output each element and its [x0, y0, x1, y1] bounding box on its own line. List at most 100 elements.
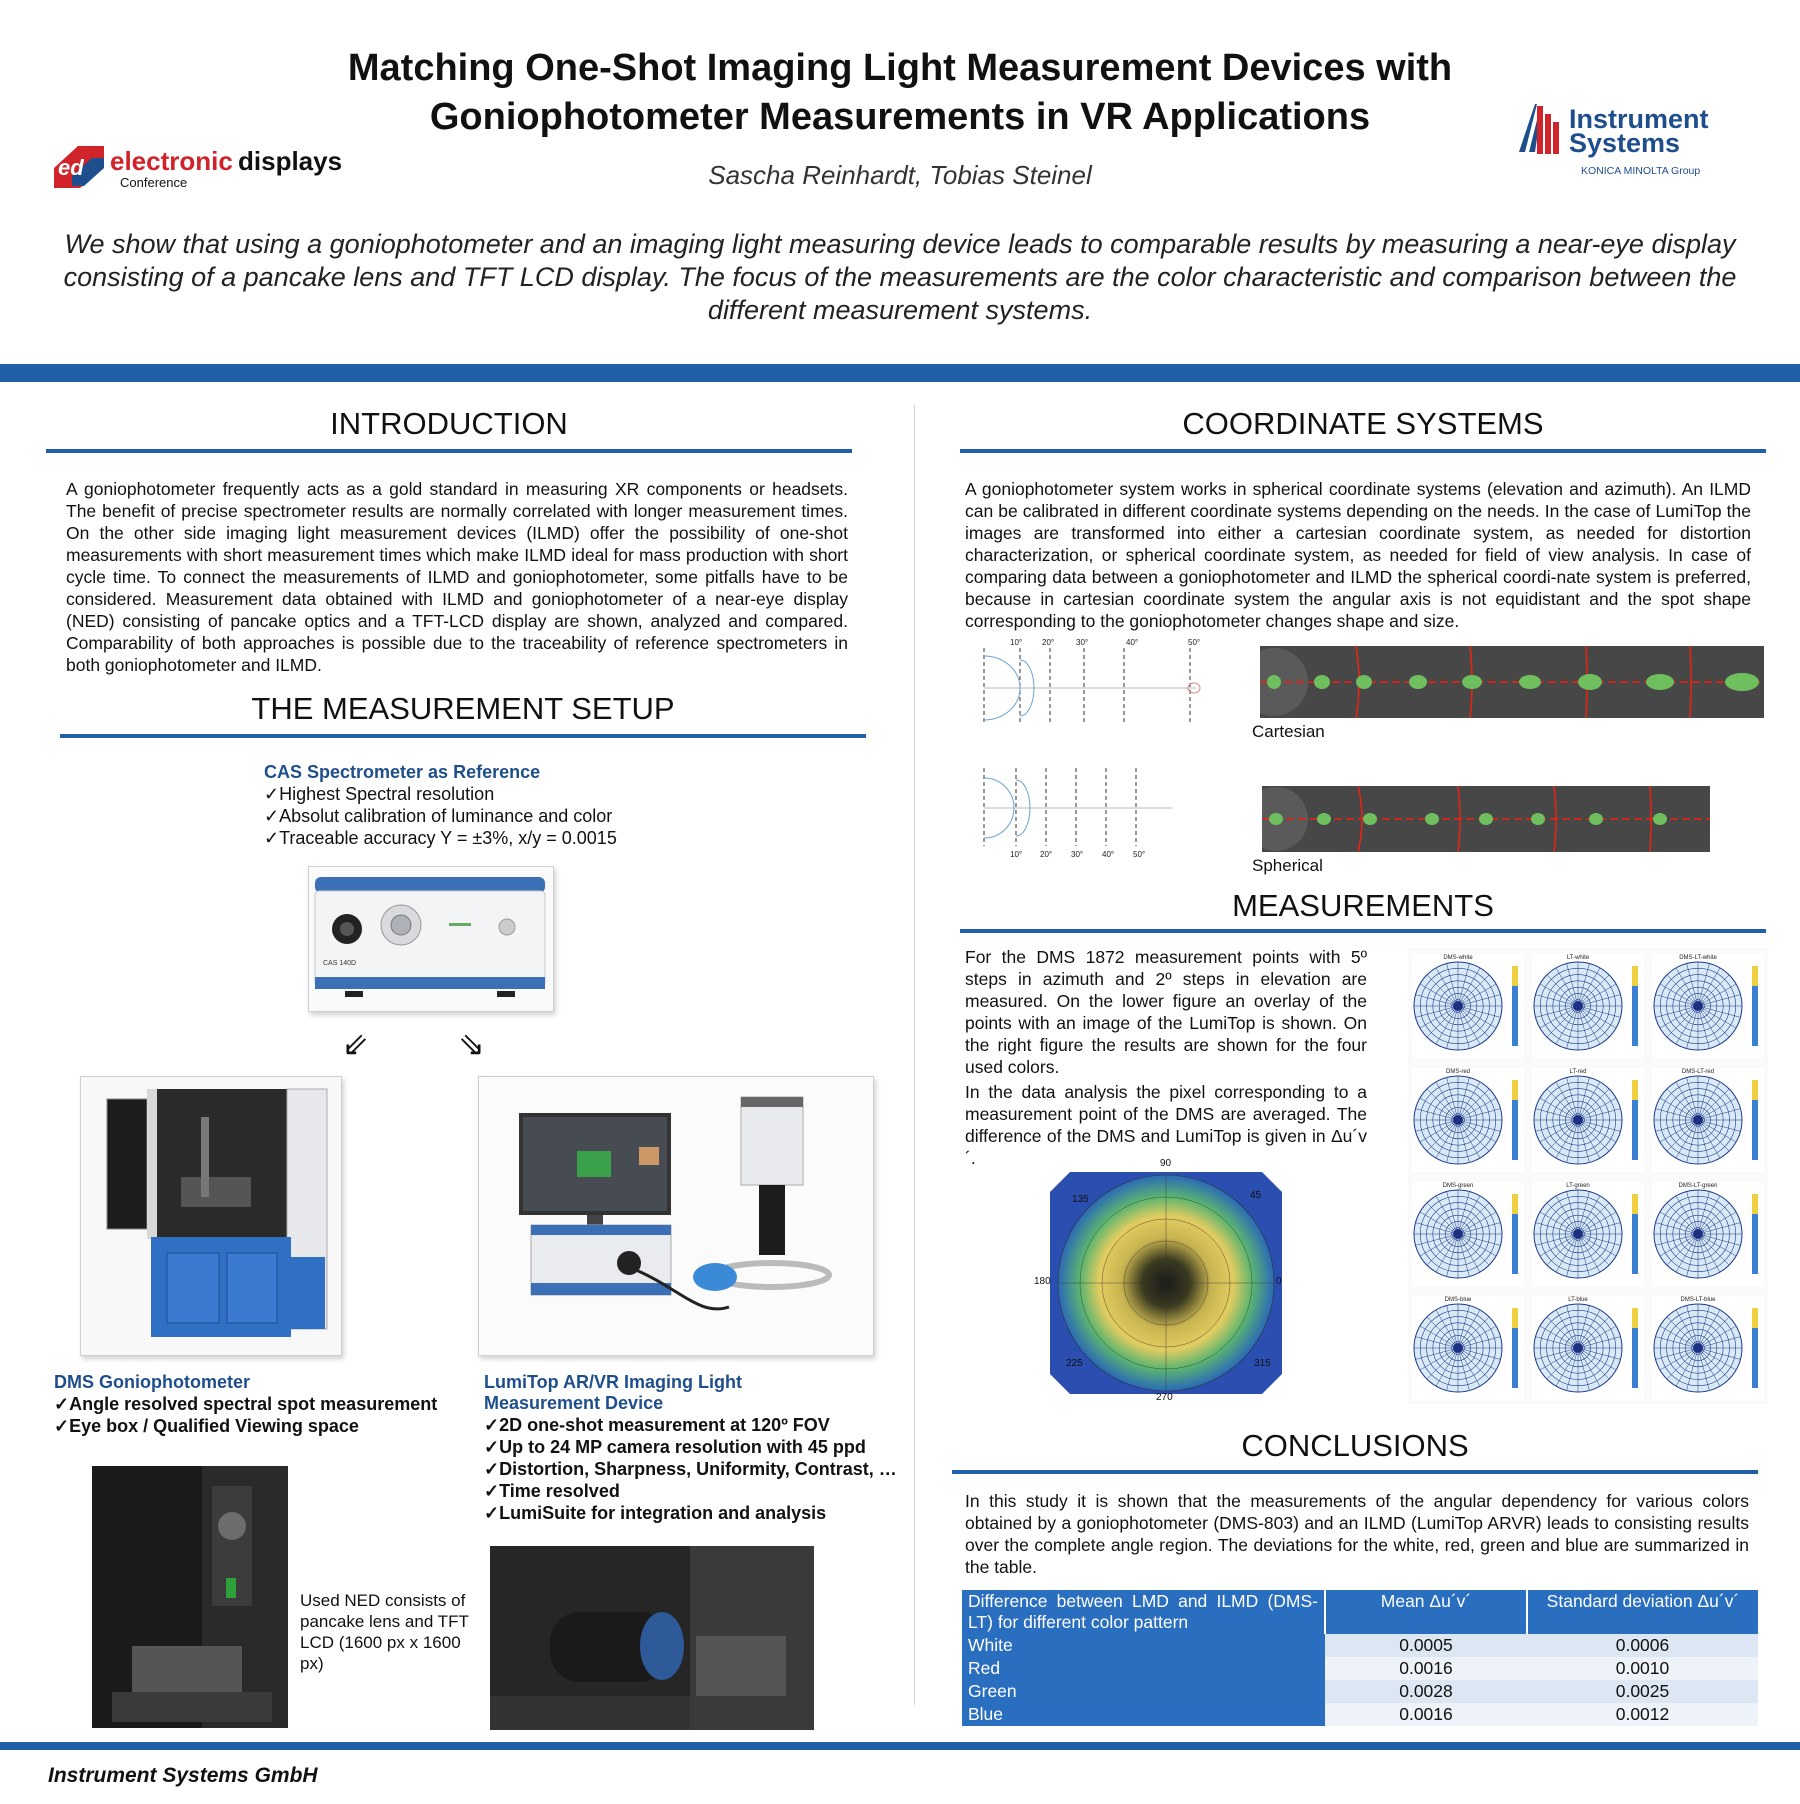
- angle-label: 40°: [1102, 850, 1115, 859]
- angle-label: 30°: [1071, 850, 1084, 859]
- dms-list: Angle resolved spectral spot measurement…: [54, 1393, 474, 1437]
- polar-plot-title: DMS-white: [1443, 955, 1473, 961]
- is-logo-line1: Instrument: [1569, 104, 1709, 134]
- polar-plot-cell: LT-white: [1532, 954, 1644, 1058]
- polar-label-225: 225: [1066, 1358, 1083, 1369]
- polar-plot-cell: DMS-red: [1412, 1068, 1524, 1172]
- row-label: Blue: [962, 1703, 1325, 1726]
- cartesian-label: Cartesian: [1252, 722, 1325, 741]
- dms-block: DMS Goniophotometer Angle resolved spect…: [54, 1372, 474, 1437]
- table-row: Green 0.0028 0.0025: [962, 1680, 1758, 1703]
- angle-label: 30°: [1076, 638, 1089, 647]
- conclusions-rule: [952, 1470, 1758, 1474]
- angle-label: 20°: [1042, 638, 1055, 647]
- introduction-rule: [46, 449, 852, 453]
- logo-word-displays: displays: [238, 146, 342, 176]
- polar-label-45: 45: [1250, 1190, 1262, 1201]
- polar-plot-title: LT-red: [1570, 1069, 1587, 1075]
- lumitop-title-line2: Measurement Device: [484, 1393, 664, 1413]
- title-line-1: Matching One-Shot Imaging Light Measurem…: [347, 47, 1453, 89]
- cas-item: Highest Spectral resolution: [264, 783, 684, 805]
- footer-company: Instrument Systems GmbH: [48, 1764, 318, 1787]
- setup-rule: [60, 734, 866, 738]
- instrument-systems-logo: Instrument Systems KONICA MINOLTA Group: [1515, 102, 1755, 182]
- results-table-header: Difference between LMD and ILMD (DMS-LT)…: [962, 1590, 1758, 1634]
- polar-plot-cell: DMS-LT-green: [1652, 1182, 1764, 1286]
- lumitop-item: Time resolved: [484, 1480, 904, 1502]
- logo-badge-text: ed: [58, 155, 84, 180]
- polar-plot-title: LT-blue: [1568, 1297, 1588, 1303]
- polar-overlay-figure: [1050, 1172, 1282, 1394]
- spherical-strip-image: [1244, 785, 1710, 853]
- ned-measurement-photo: [92, 1466, 288, 1728]
- angle-label: 40°: [1126, 638, 1139, 647]
- angle-label: 20°: [1040, 850, 1053, 859]
- polar-plot-cell: LT-green: [1532, 1182, 1644, 1286]
- angle-label: 10°: [1010, 638, 1023, 647]
- polar-label-135: 135: [1072, 1194, 1089, 1205]
- poster-title: Matching One-Shot Imaging Light Measurem…: [260, 44, 1540, 142]
- results-table: Difference between LMD and ILMD (DMS-LT)…: [962, 1590, 1758, 1726]
- is-logo-sub: KONICA MINOLTA Group: [1581, 165, 1700, 177]
- polar-plot-cell: DMS-LT-blue: [1652, 1296, 1764, 1400]
- lumitop-system-image: [478, 1076, 874, 1356]
- row-mean: 0.0028: [1325, 1680, 1527, 1703]
- row-std: 0.0006: [1527, 1634, 1758, 1657]
- introduction-text: A goniophotometer frequently acts as a g…: [66, 479, 848, 675]
- polar-axis-labels: 90 135 45 180 0 225 315 270: [1034, 1156, 1282, 1406]
- cas-device-label: CAS 140D: [323, 960, 356, 967]
- coordinate-systems-rule: [960, 449, 1766, 453]
- lumitop-title-line1: LumiTop AR/VR Imaging Light: [484, 1372, 742, 1392]
- spherical-angle-diagram: [976, 766, 1176, 850]
- polar-plot-title: DMS-LT-white: [1679, 955, 1717, 961]
- coordinate-systems-text: A goniophotometer system works in spheri…: [965, 479, 1751, 631]
- cas-title: CAS Spectrometer as Reference: [264, 762, 541, 782]
- title-line-2: Goniophotometer Measurements in VR Appli…: [429, 96, 1371, 138]
- polar-plot-cell: DMS-green: [1412, 1182, 1524, 1286]
- cartesian-angle-diagram: [976, 636, 1206, 726]
- cas-block: CAS Spectrometer as Reference Highest Sp…: [264, 762, 684, 849]
- polar-label-0: 0: [1276, 1276, 1282, 1287]
- polar-plot-cell: DMS-white: [1412, 954, 1524, 1058]
- polar-plot-title: LT-green: [1566, 1183, 1590, 1189]
- lumitop-list: 2D one-shot measurement at 120º FOV Up t…: [484, 1414, 904, 1524]
- dms-item: Angle resolved spectral spot measurement: [54, 1393, 474, 1415]
- polar-plot-title: DMS-green: [1443, 1183, 1474, 1189]
- polar-label-315: 315: [1254, 1358, 1271, 1369]
- measurements-text-1: For the DMS 1872 measurement points with…: [965, 947, 1367, 1077]
- polar-plot-cell: DMS-LT-red: [1652, 1068, 1764, 1172]
- authors: Sascha Reinhardt, Tobias Steinel: [708, 160, 1092, 190]
- dms-goniophotometer-image: [80, 1076, 342, 1356]
- lumitop-block: LumiTop AR/VR Imaging Light Measurement …: [484, 1372, 904, 1524]
- dms-item: Eye box / Qualified Viewing space: [54, 1415, 474, 1437]
- conclusions-heading: CONCLUSIONS: [1241, 1428, 1469, 1463]
- table-row: Blue 0.0016 0.0012: [962, 1703, 1758, 1726]
- polar-plot-title: DMS-LT-green: [1679, 1183, 1718, 1189]
- row-mean: 0.0016: [1325, 1703, 1527, 1726]
- header-cell-std: Standard deviation Δu´v´: [1526, 1590, 1758, 1634]
- row-label: White: [962, 1634, 1325, 1657]
- row-std: 0.0010: [1527, 1657, 1758, 1680]
- polar-plot-cell: LT-blue: [1532, 1296, 1644, 1400]
- polar-plot-cell: DMS-LT-white: [1652, 954, 1764, 1058]
- row-label: Green: [962, 1680, 1325, 1703]
- header-cell-description: Difference between LMD and ILMD (DMS-LT)…: [962, 1590, 1325, 1634]
- conclusions-text: In this study it is shown that the measu…: [965, 1491, 1749, 1577]
- measurements-heading: MEASUREMENTS: [1232, 888, 1494, 923]
- angle-label: 50°: [1188, 638, 1201, 647]
- setup-heading: THE MEASUREMENT SETUP: [251, 691, 675, 726]
- row-std: 0.0012: [1527, 1703, 1758, 1726]
- table-row: Red 0.0016 0.0010: [962, 1657, 1758, 1680]
- polar-plot-cell: LT-red: [1532, 1068, 1644, 1172]
- cas-list: Highest Spectral resolution Absolut cali…: [264, 783, 684, 849]
- electronic-displays-logo: ed electronic displays Conference: [48, 142, 368, 192]
- lumitop-item: Up to 24 MP camera resolution with 45 pp…: [484, 1436, 904, 1458]
- spherical-label: Spherical: [1252, 856, 1323, 875]
- arrow-down-right-icon: ⇘: [458, 1026, 485, 1062]
- measurements-text-2: In the data analysis the pixel correspon…: [965, 1082, 1367, 1168]
- polar-label-90: 90: [1160, 1158, 1172, 1169]
- lumitop-item: 2D one-shot measurement at 120º FOV: [484, 1414, 904, 1436]
- cartesian-strip-image: [1240, 645, 1764, 719]
